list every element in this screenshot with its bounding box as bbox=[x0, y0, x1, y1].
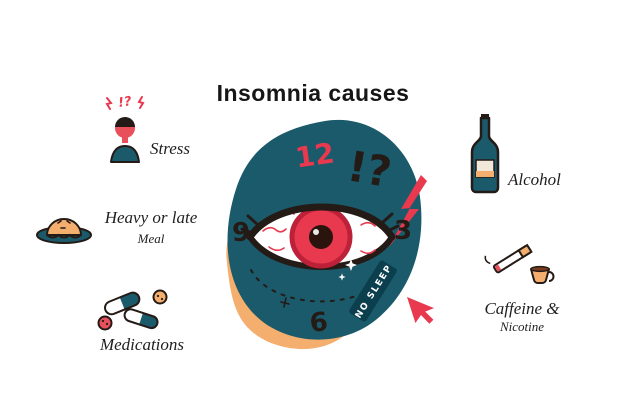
cause-label-stress: Stress bbox=[150, 139, 190, 158]
burger-bun bbox=[46, 218, 82, 236]
star-icon bbox=[338, 273, 346, 281]
cause-label-caffeine: Caffeine & bbox=[484, 299, 560, 318]
cigarette-cup-icon bbox=[484, 243, 555, 284]
tablet-icon bbox=[97, 315, 113, 331]
cause-sublabel-caffeine: Nicotine bbox=[499, 319, 545, 334]
person-hair bbox=[115, 117, 135, 127]
interjection-marks: !? bbox=[344, 141, 395, 197]
clock-number-9: 9 bbox=[232, 218, 250, 248]
page-title: Insomnia causes bbox=[216, 80, 410, 106]
clock-tick-marks bbox=[280, 297, 370, 311]
cursor-icon bbox=[407, 297, 435, 324]
person-body bbox=[110, 145, 140, 163]
bottle-icon bbox=[470, 114, 500, 194]
person-neck bbox=[122, 137, 128, 143]
eyelashes bbox=[240, 212, 400, 235]
clock-eye-illustration: 12 !? 9 3 6 NO SLEEP bbox=[226, 119, 435, 350]
stressed-person-icon: !? bbox=[105, 94, 145, 163]
smoke bbox=[484, 255, 491, 265]
clock-number-3: 3 bbox=[394, 216, 412, 246]
capsule-icon bbox=[104, 291, 141, 316]
cause-label-meal: Heavy or late bbox=[104, 208, 198, 227]
bottle-body bbox=[470, 116, 500, 194]
stress-scribble: !? bbox=[117, 94, 133, 111]
burger-icon bbox=[36, 218, 92, 244]
lightning-bolt-icon bbox=[389, 175, 427, 247]
bottle-cap bbox=[481, 114, 489, 119]
upper-eyelid bbox=[246, 203, 396, 241]
burger-lettuce bbox=[46, 233, 82, 239]
coffee bbox=[530, 265, 550, 273]
star-icon bbox=[345, 259, 357, 271]
eye-pupil bbox=[309, 225, 333, 249]
stress-sparks bbox=[105, 96, 145, 110]
clock-number-12: 12 bbox=[293, 136, 336, 174]
capsule-icon bbox=[123, 308, 159, 330]
clock-dashed-arc bbox=[250, 268, 394, 303]
cup-handle bbox=[548, 271, 555, 282]
clock-number-6: 6 bbox=[308, 307, 329, 339]
cause-label-alcohol: Alcohol bbox=[508, 170, 561, 189]
bottle-label-stripe bbox=[476, 171, 494, 177]
cause-label-medications: Medications bbox=[99, 335, 185, 354]
burger-seeds bbox=[57, 220, 71, 229]
pills-icon bbox=[97, 289, 168, 331]
cigarette-icon bbox=[484, 243, 533, 274]
coffee-cup-icon bbox=[530, 265, 555, 284]
eye-glint bbox=[313, 229, 319, 235]
tablet-icon bbox=[152, 289, 168, 305]
cause-sublabel-meal: Meal bbox=[137, 231, 165, 246]
